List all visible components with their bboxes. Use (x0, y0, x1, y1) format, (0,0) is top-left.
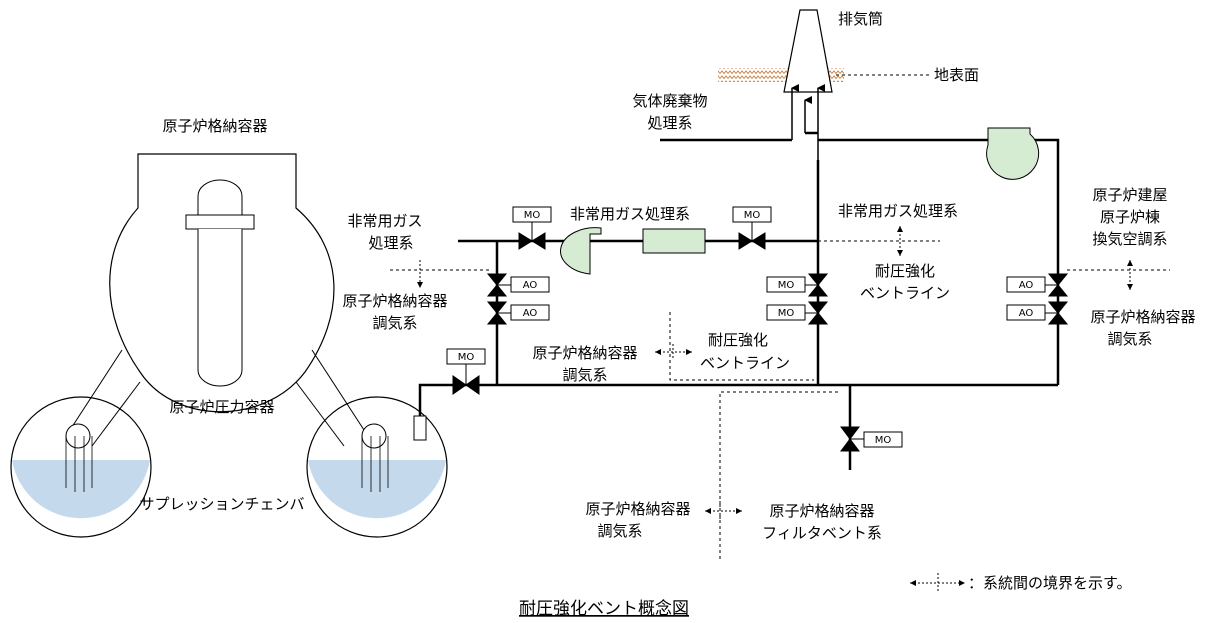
svg-text:AO: AO (523, 308, 538, 319)
tag-mo-center-1: MO (766, 276, 806, 293)
pcv-ac-bottom-label-2: 調気系 (597, 522, 642, 540)
rpv-label: 原子炉圧力容器 (169, 398, 274, 416)
svg-text:MO: MO (744, 210, 761, 221)
pcv-ac-right-label-2: 調気系 (1107, 330, 1152, 348)
sgts-right-label: 非常用ガス処理系 (838, 202, 958, 220)
actuator-tags: MO MO MO AO AO MO MO AO AO MO (446, 206, 1046, 448)
exhaust-stack (718, 9, 930, 160)
pcv-ac-bottom-label-1: 原子炉格納容器 (585, 500, 690, 518)
containment-vessel (10, 153, 448, 538)
pcv-ac-left-label-2: 調気系 (372, 314, 417, 332)
boundary-arrowheads (417, 226, 1133, 586)
hvent-mid-label-2: ベントライン (700, 354, 790, 372)
svg-text:AO: AO (523, 280, 538, 291)
off-gas-label-2: 処理系 (647, 114, 692, 132)
tag-ao-right-2: AO (1006, 304, 1046, 321)
svg-text:MO: MO (458, 352, 475, 363)
tag-mo-filter: MO (863, 431, 903, 448)
legend-text: ：系統間の境界を示す。 (968, 574, 1132, 592)
vent-nozzle (413, 415, 427, 441)
svg-text:MO: MO (778, 280, 795, 291)
bldg-hvac-label-1: 原子炉建屋 (1092, 186, 1167, 204)
suppression-chamber-left (10, 396, 152, 538)
fcvs-label-1: 原子炉格納容器 (769, 502, 874, 520)
svg-text:AO: AO (1019, 280, 1034, 291)
tag-ao-left-2: AO (510, 304, 550, 321)
piping (418, 131, 1060, 470)
labels: 排気筒 地表面 気体廃棄物 処理系 原子炉格納容器 原子炉圧力容器 サプレッショ… (139, 10, 1195, 619)
hvent-right-label-2: ベントライン (860, 284, 950, 302)
tag-ao-left-1: AO (510, 276, 550, 293)
off-gas-label-1: 気体廃棄物 (632, 92, 707, 110)
hvac-fan (986, 127, 1040, 180)
hvent-mid-label-1: 耐圧強化 (708, 331, 768, 349)
fcvs-label-2: フィルタベント系 (762, 524, 882, 542)
tag-mo-center-2: MO (766, 304, 806, 321)
stack-label: 排気筒 (838, 10, 883, 28)
pcv-ac-right-label-1: 原子炉格納容器 (1090, 308, 1195, 326)
ground-label: 地表面 (934, 66, 979, 84)
tag-mo-sgts-1: MO (512, 206, 552, 223)
reactor-pressure-vessel (185, 179, 255, 387)
sgts-left-label-1: 非常用ガス (347, 212, 422, 230)
svg-text:MO: MO (524, 210, 541, 221)
hvent-right-label-1: 耐圧強化 (875, 262, 935, 280)
sgts-filter (642, 228, 706, 254)
pcv-ac-left-label-1: 原子炉格納容器 (342, 292, 447, 310)
tag-mo-vent: MO (446, 348, 486, 365)
sgts-fan (560, 227, 602, 275)
bldg-hvac-label-2: 原子炉棟 (1100, 208, 1160, 226)
svg-text:AO: AO (1019, 308, 1034, 319)
suppression-chamber-right (306, 396, 448, 538)
suppression-label: サプレッションチェンバ (139, 495, 304, 513)
diagram-title: 耐圧強化ベント概念図 (519, 598, 689, 619)
bldg-hvac-label-3: 換気空調系 (1092, 230, 1167, 248)
pcv-label: 原子炉格納容器 (162, 117, 267, 135)
svg-text:MO: MO (875, 435, 892, 446)
valves (452, 221, 1069, 452)
tag-ao-right-1: AO (1006, 276, 1046, 293)
sgts-left-label-2: 処理系 (368, 234, 413, 252)
pcv-ac-mid-label-2: 調気系 (562, 366, 607, 384)
pcv-ac-mid-label-1: 原子炉格納容器 (532, 344, 637, 362)
sgts-center-label: 非常用ガス処理系 (570, 205, 690, 223)
svg-text:MO: MO (778, 308, 795, 319)
tag-mo-sgts-2: MO (732, 206, 772, 223)
